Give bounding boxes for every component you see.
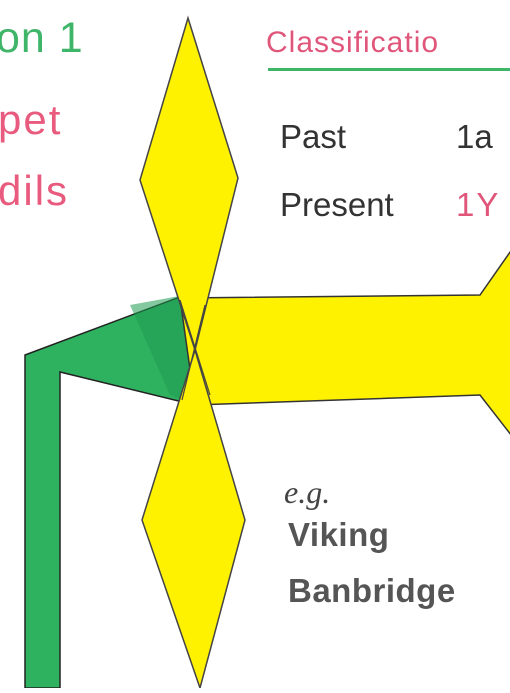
present-code: 1Y: [456, 186, 500, 224]
classification-heading: Classificatio: [266, 26, 439, 60]
example-variety-banbridge: Banbridge: [288, 572, 456, 610]
past-code: 1a: [456, 118, 493, 156]
present-label: Present: [280, 186, 394, 224]
past-label: Past: [280, 118, 346, 156]
title-fragment-trumpet: pet: [0, 96, 62, 144]
yellow-trumpet-band: [180, 245, 510, 440]
example-variety-viking: Viking: [288, 516, 389, 554]
title-fragment-daffodils: dils: [0, 167, 69, 215]
example-prefix: e.g.: [284, 474, 330, 511]
classification-underline: [268, 68, 510, 71]
title-fragment-division: on 1: [0, 14, 84, 63]
